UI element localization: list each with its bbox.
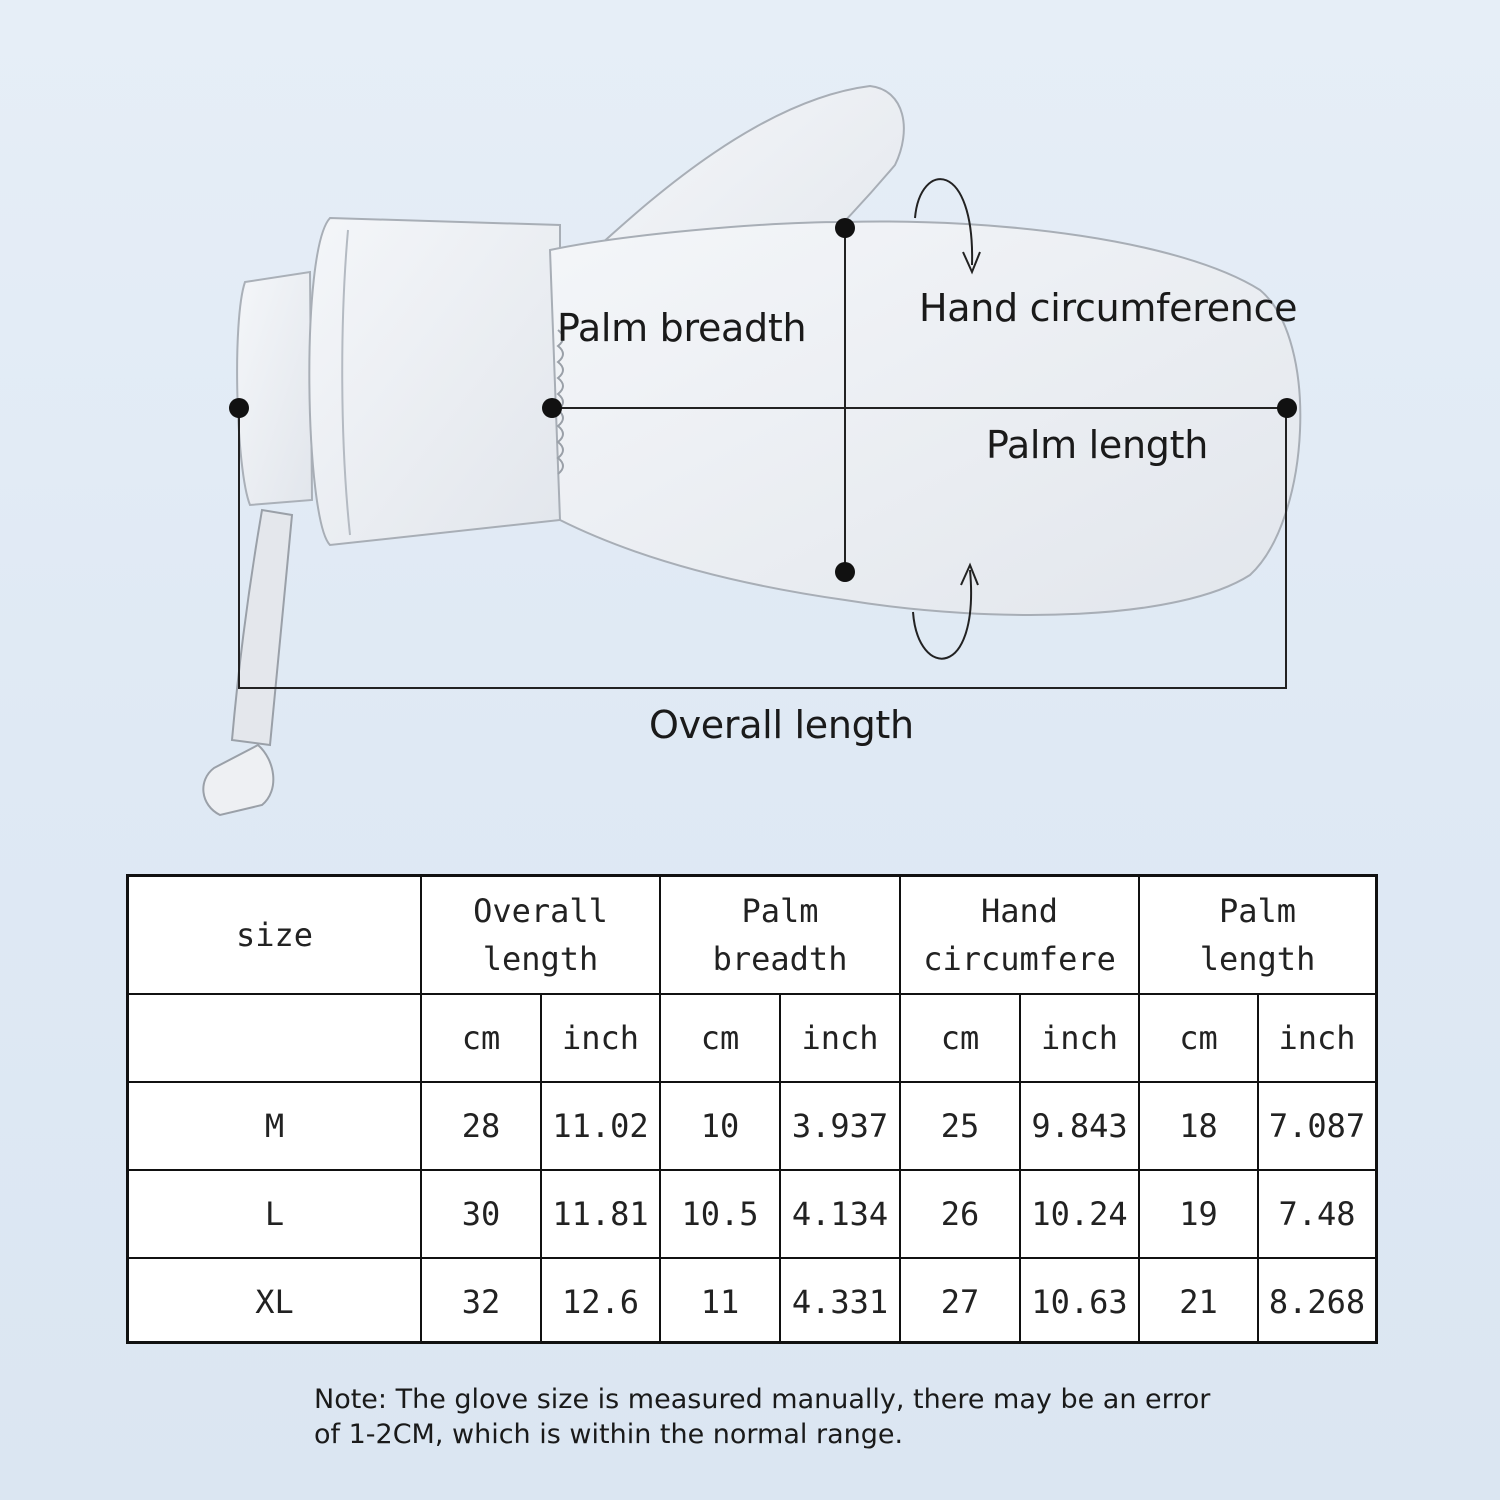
mitten-diagram: Palm breadth Hand circumference Palm len…: [202, 84, 1302, 817]
value-cell: 25: [899, 1081, 1022, 1171]
value-cell: 28: [420, 1081, 542, 1171]
value-cell: 4.331: [779, 1257, 902, 1344]
size-chart: size Overall length Palm breadth Hand ci…: [126, 874, 1378, 1344]
overall-length-label: Overall length: [649, 703, 914, 747]
value-cell: 4.134: [779, 1169, 902, 1259]
unit-cell: cm: [659, 993, 782, 1083]
unit-cell: cm: [899, 993, 1022, 1083]
value-cell: 10.24: [1019, 1169, 1141, 1259]
table-row: L 30 11.81 10.5 4.134 26 10.24 19 7.48: [129, 1169, 1376, 1259]
value-cell: 30: [420, 1169, 542, 1259]
palm-breadth-header: Palm breadth: [659, 877, 902, 995]
table-row: M 28 11.02 10 3.937 25 9.843 18 7.087: [129, 1081, 1376, 1171]
value-cell: 19: [1138, 1169, 1260, 1259]
units-empty-cell: [129, 993, 422, 1083]
unit-cell: inch: [539, 993, 662, 1083]
value-cell: 12.6: [539, 1257, 662, 1344]
value-cell: 11: [659, 1257, 782, 1344]
size-cell: XL: [129, 1257, 422, 1344]
palm-length-label: Palm length: [986, 423, 1208, 467]
unit-cell: inch: [1257, 993, 1376, 1083]
hand-circumference-header: Hand circumfere: [899, 877, 1141, 995]
size-cell: L: [129, 1169, 422, 1259]
value-cell: 11.02: [539, 1081, 662, 1171]
hand-circumference-label: Hand circumference: [919, 286, 1298, 330]
value-cell: 21: [1138, 1257, 1260, 1344]
value-cell: 11.81: [539, 1169, 662, 1259]
value-cell: 26: [899, 1169, 1022, 1259]
mitten-illustration: [202, 84, 1302, 817]
units-row: cm inch cm inch cm inch cm inch: [129, 993, 1376, 1083]
palm-length-header: Palm length: [1138, 877, 1376, 995]
size-table: size Overall length Palm breadth Hand ci…: [129, 877, 1376, 1344]
value-cell: 10.63: [1019, 1257, 1141, 1344]
value-cell: 10: [659, 1081, 782, 1171]
value-cell: 7.087: [1257, 1081, 1376, 1171]
unit-cell: inch: [779, 993, 902, 1083]
measurement-note: Note: The glove size is measured manuall…: [314, 1382, 1314, 1452]
unit-cell: cm: [1138, 993, 1260, 1083]
value-cell: 32: [420, 1257, 542, 1344]
note-line-2: of 1-2CM, which is within the normal ran…: [314, 1419, 904, 1450]
value-cell: 7.48: [1257, 1169, 1376, 1259]
table-row: XL 32 12.6 11 4.331 27 10.63 21 8.268: [129, 1257, 1376, 1344]
header-row: size Overall length Palm breadth Hand ci…: [129, 877, 1376, 995]
unit-cell: inch: [1019, 993, 1141, 1083]
value-cell: 9.843: [1019, 1081, 1141, 1171]
value-cell: 18: [1138, 1081, 1260, 1171]
overall-length-header: Overall length: [419, 877, 662, 995]
value-cell: 3.937: [779, 1081, 902, 1171]
size-header: size: [129, 877, 422, 995]
note-line-1: Note: The glove size is measured manuall…: [314, 1384, 1211, 1415]
value-cell: 10.5: [659, 1169, 782, 1259]
value-cell: 8.268: [1257, 1257, 1376, 1344]
palm-breadth-label: Palm breadth: [557, 306, 807, 350]
value-cell: 27: [899, 1257, 1022, 1344]
unit-cell: cm: [420, 993, 542, 1083]
size-cell: M: [129, 1081, 422, 1171]
